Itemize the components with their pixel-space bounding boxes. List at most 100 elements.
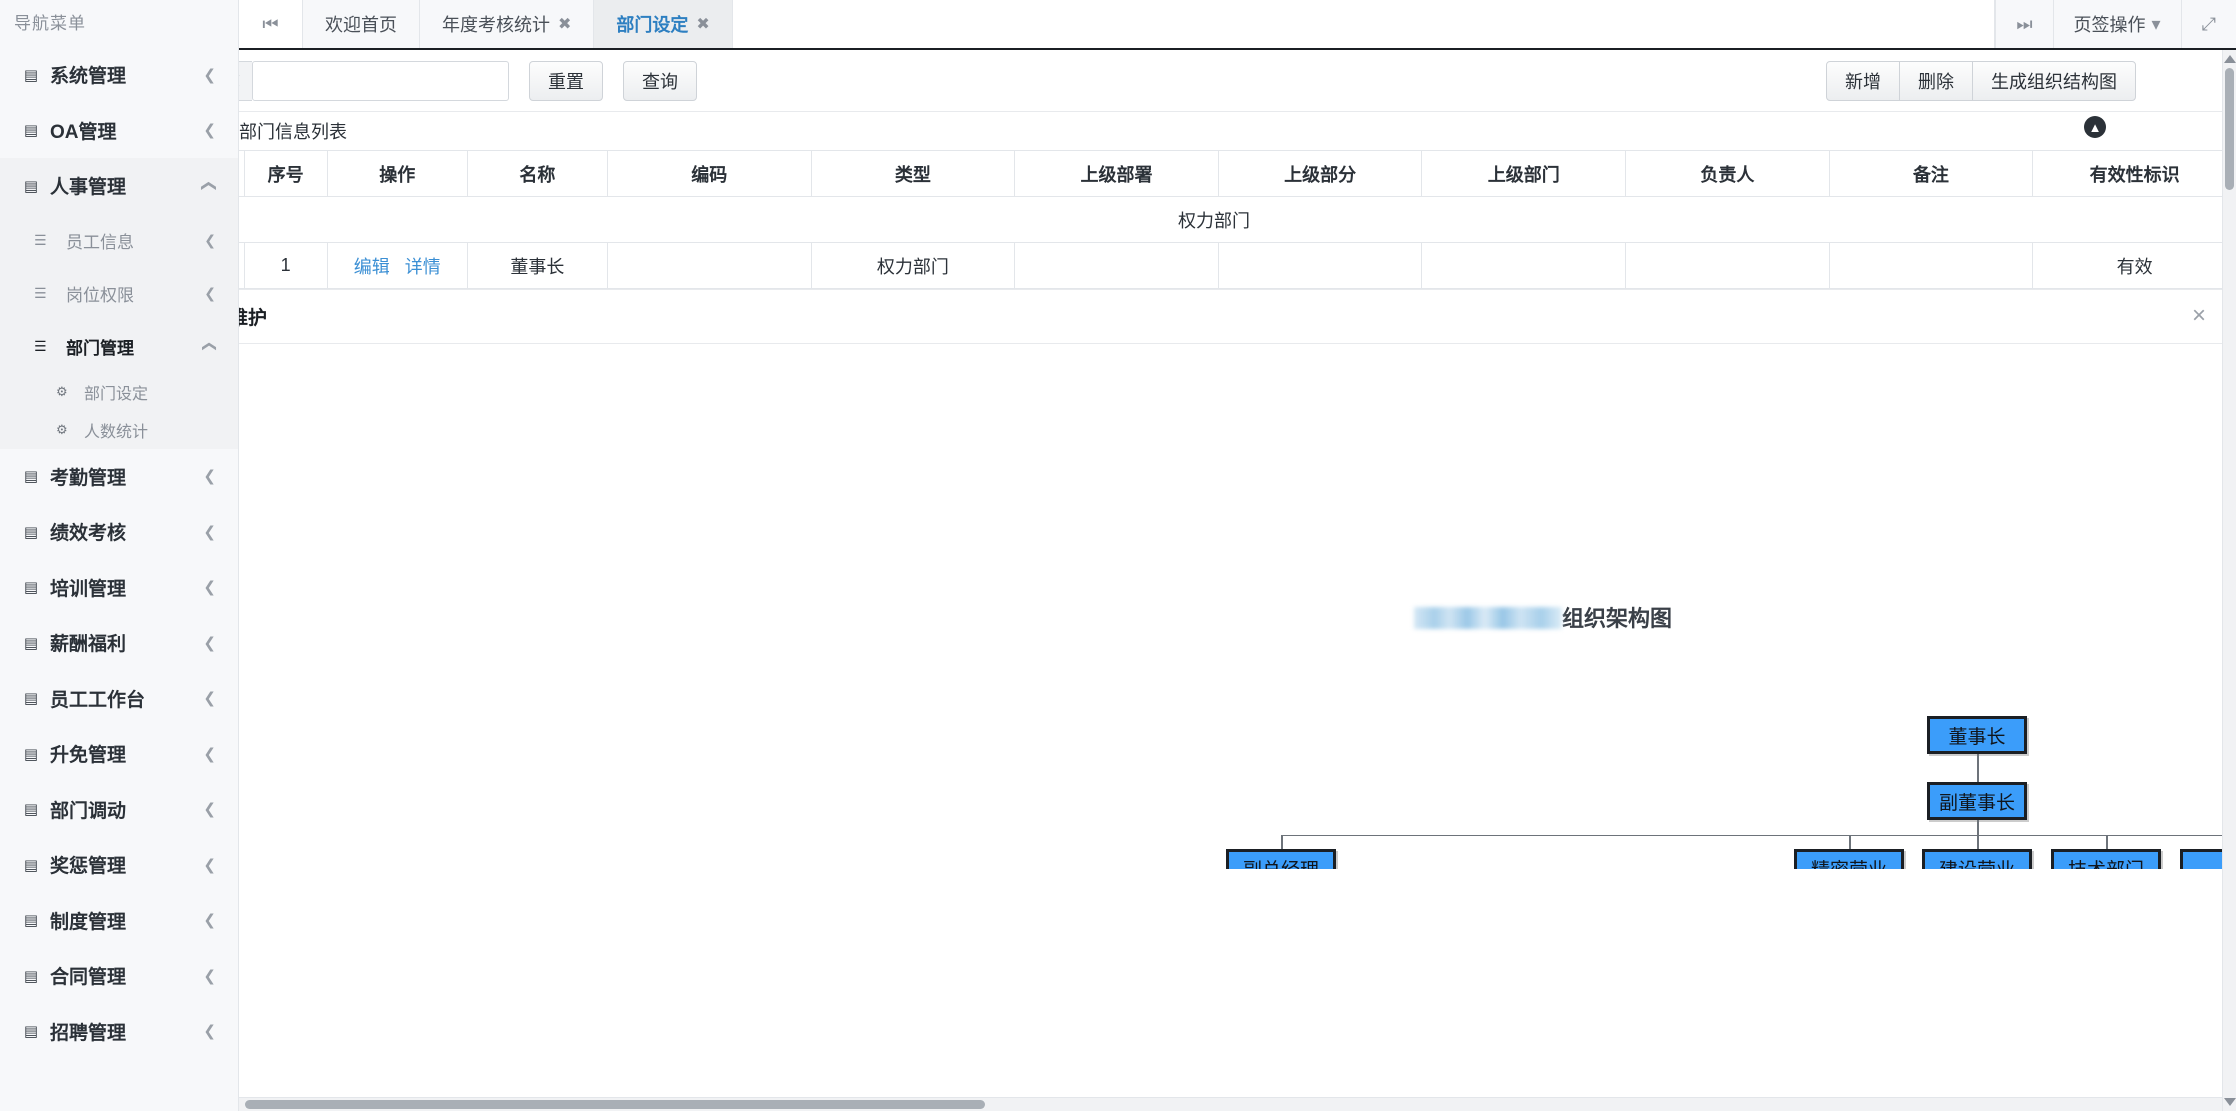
tab-label: 年度考核统计: [442, 15, 550, 35]
sidebar-item-label: 人事管理: [50, 177, 127, 199]
org-connector: [1977, 834, 1979, 849]
tab-label: 部门设定: [616, 15, 689, 35]
arrow-up-circle-icon[interactable]: ▲: [2084, 116, 2106, 138]
vertical-scrollbar[interactable]: [2222, 50, 2236, 1111]
chevron-down-icon: ❮: [202, 340, 219, 352]
sidebar-item-dept-setting[interactable]: ⚙ 部门设定: [0, 373, 238, 411]
sidebar-item-dept-transfer[interactable]: ▤ 部门调动 ❮: [0, 782, 238, 838]
sidebar-item-promotion-management[interactable]: ▤ 升免管理 ❮: [0, 726, 238, 782]
chevron-right-icon: ❮: [203, 967, 216, 985]
sidebar-item-policy-management[interactable]: ▤ 制度管理 ❮: [0, 893, 238, 949]
tab-annual-review-stats[interactable]: 年度考核统计 ✖: [420, 0, 595, 48]
org-node[interactable]: 建设营业: [1922, 849, 2032, 869]
record-actions-group: 新增 删除 生成组织结构图: [1826, 60, 2136, 101]
column-header-valid: 有效性标识: [2032, 150, 2236, 197]
org-connector: [1849, 834, 1851, 849]
chevron-right-icon: ❮: [203, 690, 216, 708]
list-icon: ☰: [34, 337, 47, 354]
tabs-scroll-left-button[interactable]: ⏮: [239, 0, 303, 48]
main-content: 名称 重置 查询 新增 删除 生成组织结构图 部门信息列表 ▲: [239, 50, 2236, 1111]
sidebar-item-compensation-benefits[interactable]: ▤ 薪酬福利 ❮: [0, 615, 238, 671]
book-icon: ▤: [23, 66, 39, 84]
sidebar-item-contract-management[interactable]: ▤ 合同管理 ❮: [0, 948, 238, 1004]
horizontal-scroll-thumb[interactable]: [245, 1100, 985, 1109]
double-chevron-right-icon: ⏭: [2016, 13, 2033, 34]
sidebar-item-hr-management[interactable]: ▤ 人事管理 ❮: [0, 158, 238, 214]
tab-actions-dropdown[interactable]: 页签操作 ▾: [2052, 0, 2181, 48]
generate-org-chart-button[interactable]: 生成组织结构图: [1972, 60, 2136, 101]
sidebar-item-employee-workbench[interactable]: ▤ 员工工作台 ❮: [0, 671, 238, 727]
cell-valid: 有效: [2032, 242, 2236, 289]
group-row-label: 权力部门: [239, 196, 2236, 243]
sidebar-item-post-permission[interactable]: ☰ 岗位权限 ❮: [0, 267, 238, 320]
edit-link[interactable]: 编辑: [353, 256, 390, 277]
triangle-down-icon[interactable]: [2224, 1098, 2236, 1106]
query-button[interactable]: 查询: [623, 60, 697, 101]
redacted-company-name: [1414, 607, 1562, 629]
close-icon[interactable]: ×: [2191, 302, 2206, 329]
department-table: 序号 操作 名称 编码 类型 上级部署 上级部分 上级部门 负责人 备注 有效性…: [239, 150, 2236, 289]
detail-link[interactable]: 详情: [404, 256, 441, 277]
horizontal-scrollbar[interactable]: [239, 1097, 2222, 1111]
cell-seq: 1: [243, 242, 328, 289]
sidebar-item-headcount-stats[interactable]: ⚙ 人数统计: [0, 411, 238, 449]
chevron-right-icon: ❮: [204, 231, 216, 248]
org-node[interactable]: 董事长: [1927, 716, 2027, 754]
cell-remark: [1828, 242, 2034, 289]
cell-type: 权力部门: [810, 242, 1016, 289]
chevron-down-icon: ▾: [2151, 13, 2161, 34]
org-node[interactable]: 精密营业: [1794, 849, 1904, 869]
book-icon: ▤: [23, 523, 39, 541]
sidebar-item-label: 员工工作台: [50, 689, 146, 711]
table-row[interactable]: 1 编辑 详情 董事长 权力部门 有效: [239, 242, 2236, 289]
sidebar-item-oa-management[interactable]: ▤ OA管理 ❮: [0, 103, 238, 159]
book-icon: ▤: [23, 579, 39, 597]
sidebar-item-reward-punishment[interactable]: ▤ 奖惩管理 ❮: [0, 837, 238, 893]
tabs-scroll-right-button[interactable]: ⏭: [1995, 0, 2053, 48]
reset-button[interactable]: 重置: [529, 60, 603, 101]
sidebar-item-label: 薪酬福利: [50, 634, 127, 656]
table-body: 权力部门 1 编辑 详情 董事长 权力部门: [239, 196, 2236, 289]
search-input[interactable]: [252, 60, 509, 101]
book-icon: ▤: [23, 967, 39, 985]
book-icon: ▤: [23, 856, 39, 874]
sidebar-item-training-management[interactable]: ▤ 培训管理 ❮: [0, 560, 238, 616]
org-chart-canvas: 董事长副董事长副总经理精密营业建设营业技术部门制造部门经营支援流通/外包生产技术…: [239, 344, 2236, 869]
sidebar-item-system-management[interactable]: ▤ 系统管理 ❮: [0, 47, 238, 103]
vertical-scroll-thumb[interactable]: [2225, 68, 2234, 190]
list-title: 部门信息列表: [239, 122, 347, 142]
dept-info-modal: 信息维护 × 组织架构图 董事长副董事长副总经理精密营业建设营业技术部门制造部门…: [239, 289, 2236, 869]
add-button[interactable]: 新增: [1826, 60, 1900, 101]
book-icon: ▤: [23, 912, 39, 930]
org-node[interactable]: 副董事长: [1927, 782, 2027, 820]
org-connector: [1977, 754, 1979, 782]
fullscreen-button[interactable]: ⤢: [2180, 0, 2236, 48]
sidebar-item-recruitment-management[interactable]: ▤ 招聘管理 ❮: [0, 1004, 238, 1060]
triangle-up-icon[interactable]: [2224, 55, 2236, 63]
tab-dept-setting[interactable]: 部门设定 ✖: [594, 0, 733, 48]
leaf-item-label: 部门设定: [84, 385, 149, 403]
column-header-owner: 负责人: [1625, 150, 1830, 197]
sidebar-item-attendance-management[interactable]: ▤ 考勤管理 ❮: [0, 449, 238, 505]
sidebar-item-label: 合同管理: [50, 967, 127, 989]
org-node[interactable]: 副总经理: [1226, 849, 1336, 869]
column-header-name: 名称: [466, 150, 608, 197]
book-icon: ▤: [23, 122, 39, 140]
close-icon[interactable]: ✖: [696, 16, 710, 33]
sidebar-item-employee-info[interactable]: ☰ 员工信息 ❮: [0, 214, 238, 267]
delete-button[interactable]: 删除: [1899, 60, 1973, 101]
sidebar-item-performance-review[interactable]: ▤ 绩效考核 ❮: [0, 504, 238, 560]
modal-header: 信息维护 ×: [239, 290, 2236, 344]
sidebar-item-dept-management[interactable]: ☰ 部门管理 ❮: [0, 320, 238, 373]
org-connector: [1281, 834, 1283, 849]
org-node[interactable]: 技术部门: [2051, 849, 2161, 869]
chevron-right-icon: ❮: [203, 1023, 216, 1041]
sidebar-item-label: 培训管理: [50, 578, 127, 600]
column-header-actions: 操作: [326, 150, 468, 197]
column-header-parent-dept: 上级部门: [1421, 150, 1627, 197]
cell-owner: [1625, 242, 1830, 289]
book-icon: ▤: [23, 690, 39, 708]
close-icon[interactable]: ✖: [558, 16, 572, 33]
tab-welcome-home[interactable]: 欢迎首页: [303, 0, 420, 48]
